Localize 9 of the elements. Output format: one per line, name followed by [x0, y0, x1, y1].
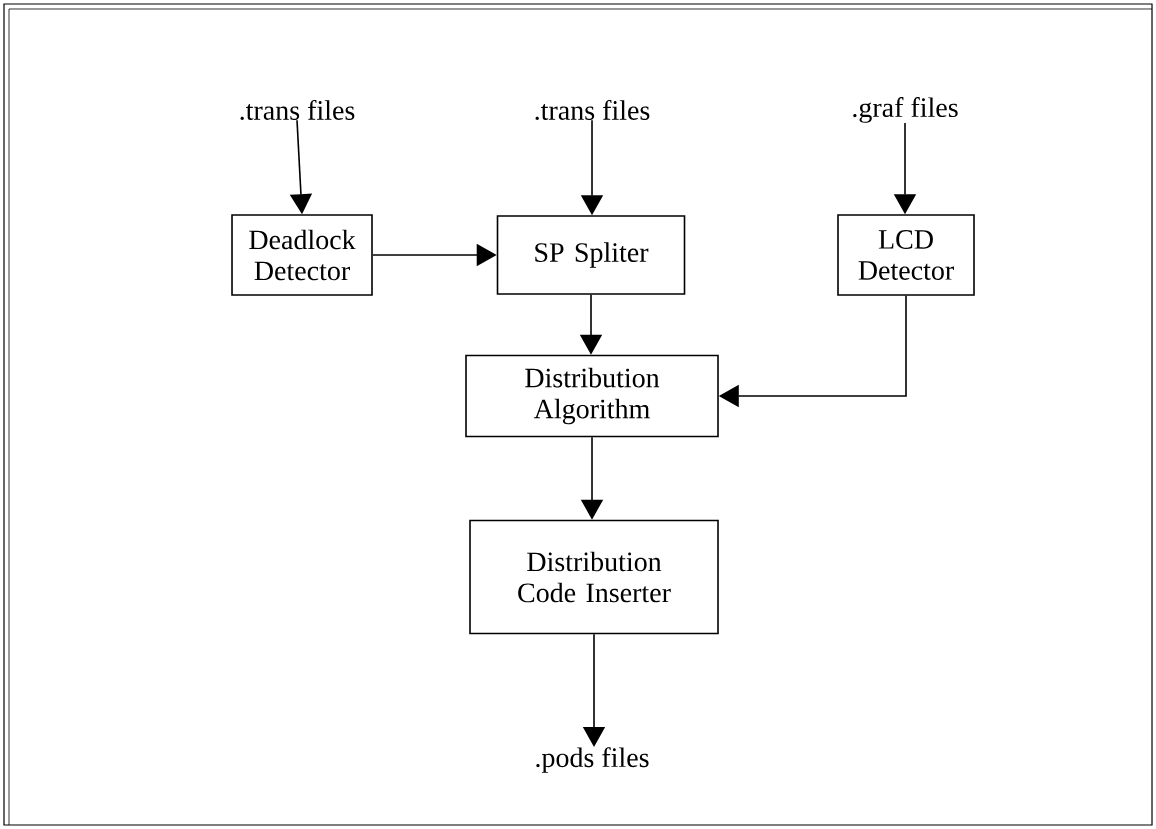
process-box: LCD Detector: [837, 214, 975, 296]
process-box: Deadlock Detector: [231, 214, 373, 296]
file-label: .trans files: [535, 99, 650, 121]
file-label: .trans files: [240, 99, 355, 121]
process-box: Distribution Code Inserter: [469, 519, 719, 635]
file-label: .graf files: [853, 97, 958, 123]
process-box: SP Spliter: [496, 215, 686, 295]
file-label: .pods files: [536, 747, 649, 773]
process-box: Distribution Algorithm: [465, 354, 719, 438]
